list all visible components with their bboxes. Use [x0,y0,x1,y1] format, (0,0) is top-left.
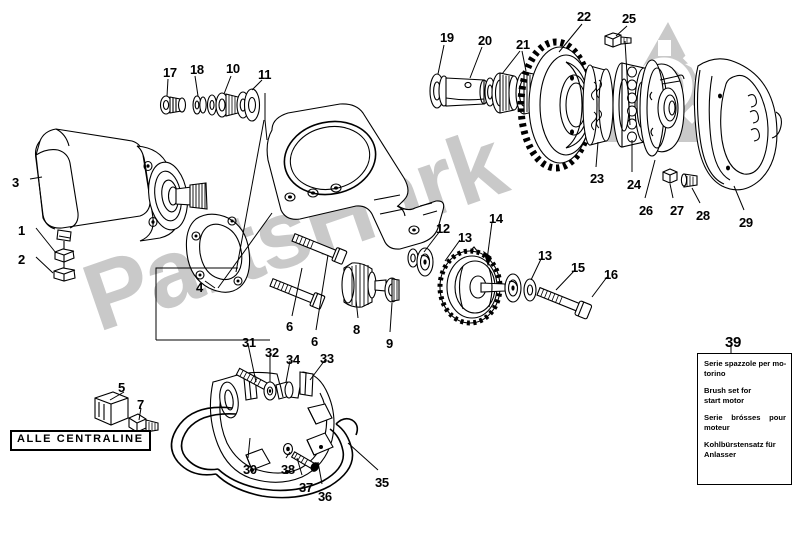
callout-31: 31 [242,335,256,350]
legend-fr-line2: moteur [704,423,730,433]
callout-12: 12 [436,221,450,236]
callout-21: 21 [516,37,530,52]
legend-entry-de: Kohlbürstensatz für Anlasser [704,440,786,460]
callout-19: 19 [440,30,454,45]
callout-23: 23 [590,171,604,186]
callout-34: 34 [286,352,300,367]
callout-27: 27 [670,203,684,218]
callout-30: 30 [243,462,257,477]
callout-13a: 13 [458,230,472,245]
callout-6b: 6 [311,334,318,349]
callout-leader-lines [29,23,745,485]
callout-2: 2 [18,252,25,267]
legend-en-line2: start motor [704,396,745,406]
starter-shaft-assembly [429,71,544,115]
crankcase-cover [266,103,445,250]
harness-screws [282,442,320,472]
callout-17: 17 [163,65,177,80]
legend-en-line1: Brush set for [704,386,752,396]
housing-fasteners [662,168,698,188]
driven-gear-hardware [504,273,593,320]
callout-29: 29 [739,215,753,230]
brush-set-legend-box: Serie spazzole per mo- torino Brush set … [697,353,792,485]
idler-gear-assembly [341,262,400,308]
callout-28: 28 [696,208,710,223]
legend-de-line1: Kohlbürstensatz für [704,440,776,450]
callout-1: 1 [18,223,25,238]
callout-3: 3 [12,175,19,190]
legend-it-line2: torino [704,369,726,379]
legend-entry-it: Serie spazzole per mo- torino [704,359,786,379]
callout-33: 33 [320,351,334,366]
callout-37: 37 [299,480,313,495]
starter-cable-terminal [128,413,159,433]
callout-38: 38 [281,462,295,477]
brush-holder-assembly [170,371,359,499]
callout-20: 20 [478,33,492,48]
legend-fr-line1: Serie brósses pour [704,413,786,423]
alle-centraline-note: ALLE CENTRALINE [10,430,151,451]
callout-22: 22 [577,9,591,24]
callout-14: 14 [489,211,503,226]
starter-hardware-row [159,88,261,122]
callout-35: 35 [375,475,389,490]
starter-mounting-flange [185,213,251,293]
electrical-connector [94,391,129,426]
sprag-clutch [582,64,614,146]
callout-4: 4 [196,280,203,295]
starter-driven-gear [437,246,506,326]
callout-24: 24 [627,177,641,192]
callout-9: 9 [386,336,393,351]
callout-16: 16 [604,267,618,282]
brush-screw-hardware [235,367,294,401]
callout-32: 32 [265,345,279,360]
callout-11: 11 [258,67,272,82]
callout-39: 39 [725,334,742,351]
legend-entry-fr: Serie brósses pour moteur [704,413,786,433]
shaft-washers-left [407,247,434,277]
callout-5: 5 [118,380,125,395]
retainer-screw [604,32,632,48]
flange-bolts [269,232,348,310]
legend-it-line1: Serie spazzole per mo- [704,359,787,368]
callout-6a: 6 [286,319,293,334]
terminal-nut-washer [53,248,76,282]
legend-de-line2: Anlasser [704,450,737,460]
callout-15: 15 [571,260,585,275]
callout-7: 7 [137,397,144,412]
callout-26: 26 [639,203,653,218]
starter-motor-body [34,128,208,252]
alle-centraline-label: ALLE CENTRALINE [17,433,144,445]
callout-25: 25 [622,11,636,26]
callout-10: 10 [226,61,240,76]
legend-entry-en: Brush set for start motor [704,386,786,406]
callout-18: 18 [190,62,204,77]
callout-8: 8 [353,322,360,337]
callout-36: 36 [318,489,332,504]
clutch-housing [639,59,685,157]
callout-13b: 13 [538,248,552,263]
starter-ring-gear [517,38,595,172]
starter-clutch-drum [693,58,782,191]
